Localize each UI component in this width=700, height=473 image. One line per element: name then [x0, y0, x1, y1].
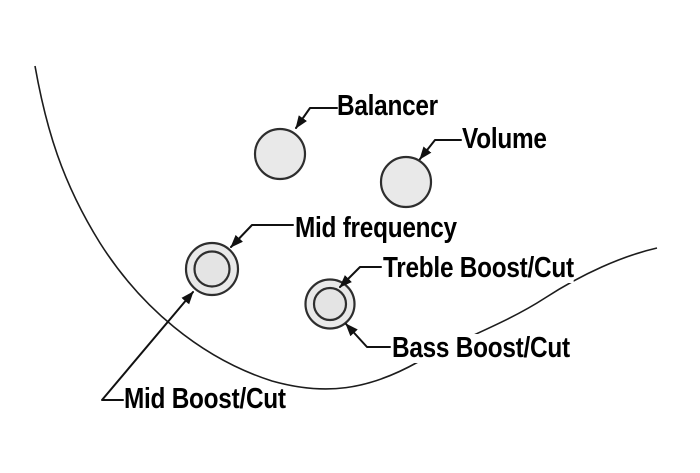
knob-volume [379, 155, 433, 209]
label-balancer: Balancer [337, 90, 438, 122]
label-mid-frequency: Mid frequency [295, 212, 457, 244]
label-mid-boost-cut: Mid Boost/Cut [124, 383, 286, 415]
knob-treble-boost-cut [312, 286, 348, 322]
body-outline-curve [34, 65, 658, 390]
leader-arrow-volume [419, 139, 462, 160]
leader-arrow-mid-boost-cut [101, 291, 194, 401]
knob-mid-frequency [193, 250, 231, 288]
label-bass-boost-cut: Bass Boost/Cut [392, 332, 570, 364]
leader-arrow-bass-boost-cut [345, 323, 391, 348]
label-treble-boost-cut: Treble Boost/Cut [383, 252, 574, 284]
label-volume: Volume [462, 123, 547, 155]
knob-balancer [253, 127, 307, 181]
leader-arrow-treble-boost-cut [339, 266, 382, 288]
leader-arrow-balancer [295, 107, 338, 129]
leader-arrow-mid-frequency [230, 224, 294, 248]
